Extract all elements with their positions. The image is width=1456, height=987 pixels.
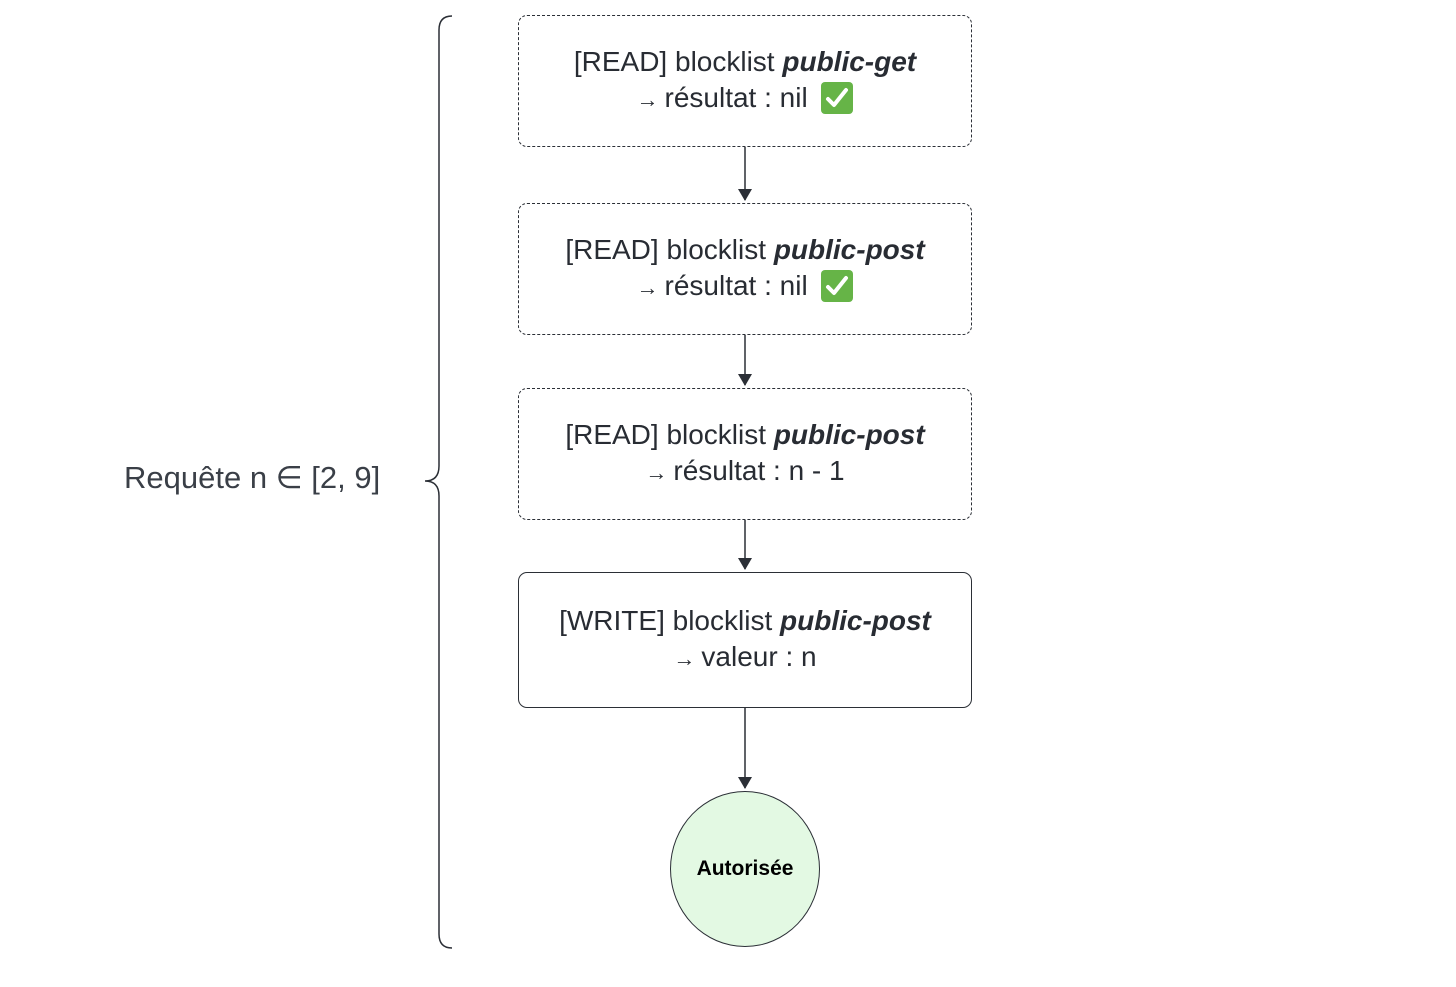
group-label: Requête n ∈ [2, 9] <box>124 460 381 495</box>
step-result: résultat : nil <box>664 270 808 301</box>
step-key: public-get <box>782 46 917 77</box>
step-read-public-get: [READ] blocklist public-get →résultat : … <box>518 15 972 147</box>
arrow-glyph: → <box>636 275 659 300</box>
step-key: public-post <box>773 234 925 265</box>
step-operation: [READ] blocklist <box>573 46 783 77</box>
step-read-public-post-2: [READ] blocklist public-post →résultat :… <box>518 388 972 520</box>
terminal-label: Autorisée <box>696 857 794 880</box>
step-result: résultat : nil <box>664 82 808 113</box>
step-key: public-post <box>773 419 925 450</box>
step-operation: [WRITE] blocklist <box>559 605 781 636</box>
step-write-public-post: [WRITE] blocklist public-post →valeur : … <box>518 572 972 708</box>
curly-brace <box>424 15 453 949</box>
step-result: résultat : n - 1 <box>673 455 845 486</box>
step-result: valeur : n <box>701 641 817 672</box>
arrow-glyph: → <box>673 646 696 671</box>
arrow-glyph: → <box>636 87 659 112</box>
check-mark-button-icon <box>821 82 854 114</box>
check-mark-button-icon <box>821 270 854 302</box>
terminal-node: Autorisée <box>670 791 820 947</box>
step-read-public-post-1: [READ] blocklist public-post →résultat :… <box>518 203 972 335</box>
step-key: public-post <box>780 605 931 636</box>
step-operation: [READ] blocklist <box>565 419 774 450</box>
step-operation: [READ] blocklist <box>565 234 774 265</box>
arrow-glyph: → <box>645 460 668 485</box>
